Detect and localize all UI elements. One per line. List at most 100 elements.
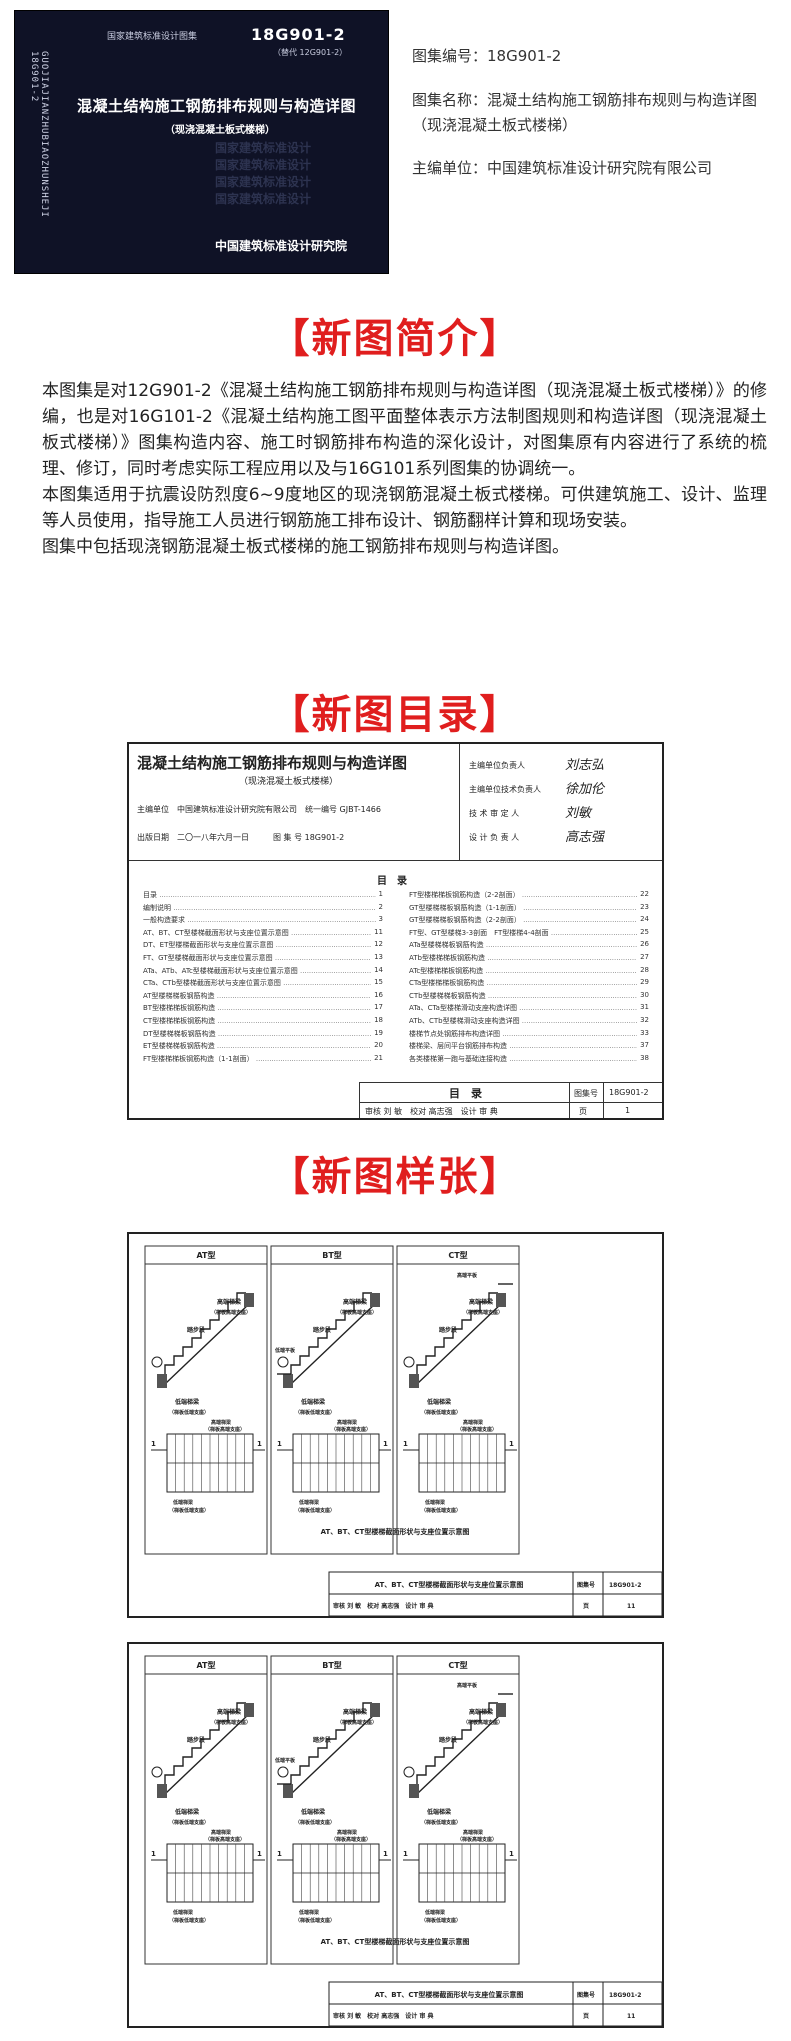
cover-publisher: 中国建筑标准设计研究院 — [215, 239, 348, 253]
toc-entry-title: DT、ET型楼梯截面形状与支座位置示意图 — [143, 941, 274, 950]
plan-label-high-beam: 高端梯梁 — [337, 1829, 358, 1836]
section-mark-left: 1 — [151, 1850, 156, 1858]
toc-entry-leader: ........................................… — [521, 891, 649, 899]
plan-label-low-support: （梯板低端支座） — [421, 1917, 461, 1924]
toc-entry-title: 楼梯节点处钢筋排布构造详图 — [409, 1029, 500, 1038]
toc-entry-title: DT型楼梯梯板钢筋构造 — [143, 1029, 216, 1038]
label-low-beam: 低端梯梁 — [300, 1808, 325, 1816]
toc-entry-page: 29 — [637, 978, 649, 987]
sample-footer-code: 18G901-2 — [609, 1992, 641, 1999]
toc-entry-title: FT型楼梯梯板钢筋构造（1-1剖面） — [143, 1054, 254, 1063]
plan-label-low-beam: 低端梯梁 — [172, 1909, 194, 1916]
panel-frame — [396, 1673, 520, 1965]
toc-entry: FT型楼梯梯板钢筋构造（2-2剖面） .....................… — [409, 890, 649, 900]
toc-entry-title: AT型楼梯梯板钢筋构造 — [143, 991, 215, 1000]
toc-entry-page: 17 — [371, 1003, 383, 1012]
toc-footer-code: 18G901-2 — [609, 1088, 649, 1097]
label-high-beam: 高端梯梁 — [343, 1298, 367, 1306]
label-low-beam: 低端梯梁 — [426, 1808, 451, 1816]
toc-entry-leader: ........................................… — [290, 928, 383, 937]
low-beam-shape — [409, 1374, 419, 1388]
toc-entry-leader: ........................................… — [485, 941, 649, 950]
panel-title: AT型 — [196, 1660, 215, 1670]
plan-label-low-beam: 低端梯梁 — [172, 1499, 194, 1506]
toc-entry-page: 24 — [637, 915, 649, 924]
toc-signature: 刘敏 — [565, 806, 592, 821]
toc-sheet-date: 出版日期 二〇一八年六月一日 图 集 号 18G901-2 — [137, 833, 345, 842]
label-low-support: （梯板低端支座） — [169, 1819, 209, 1826]
toc-entry: 目录 .....................................… — [143, 890, 383, 900]
toc-entry-page: 26 — [637, 940, 649, 949]
label-high-support: （梯板高端支座） — [337, 1719, 377, 1726]
toc-entry: CTa、CTb型楼梯截面形状与支座位置示意图 .................… — [143, 978, 383, 988]
toc-entry-page: 32 — [637, 1016, 649, 1024]
toc-entry-title: ATb、CTb型楼梯滑动支座构造详图 — [409, 1017, 520, 1025]
section-mark-right: 1 — [509, 1850, 514, 1858]
stair-slab-line — [164, 1302, 251, 1385]
label-high-support: （梯板高端支座） — [463, 1309, 503, 1316]
section-mark-left: 1 — [403, 1850, 408, 1858]
toc-entry-page: 27 — [637, 953, 649, 961]
plan-label-high-support: （梯板高端支座） — [457, 1426, 497, 1433]
toc-entry: GT型楼梯梯板钢筋构造（1-1剖面） .....................… — [409, 902, 649, 913]
cover-title: 混凝土结构施工钢筋排布规则与构造详图 — [77, 97, 357, 115]
detail-marker — [403, 1766, 415, 1778]
intro-paragraph: 本图集适用于抗震设防烈度6~9度地区的现浇钢筋混凝土板式楼梯。可供建筑施工、设计… — [42, 485, 767, 531]
toc-entry-leader: ........................................… — [217, 1004, 383, 1013]
stair-steps — [290, 1702, 372, 1784]
toc-entry-leader: ........................................… — [502, 1029, 649, 1038]
toc-role: 设 计 负 责 人 — [469, 833, 520, 842]
toc-entry-title: CT型楼梯梯板钢筋构造 — [143, 1017, 216, 1025]
stair-steps — [164, 1702, 246, 1784]
toc-entry: ATb、CTb型楼梯滑动支座构造详图 .....................… — [409, 1016, 649, 1026]
toc-entry: FT型、GT型楼梯3-3剖面 FT型楼梯4-4剖面 ..............… — [409, 927, 649, 938]
toc-entry: ATa、ATb、ATc型楼梯截面形状与支座位置示意图 .............… — [143, 965, 383, 976]
plan-label-low-beam: 低端梯梁 — [298, 1499, 320, 1506]
low-beam-shape — [409, 1784, 419, 1798]
label-low-beam: 低端梯梁 — [174, 1398, 199, 1406]
toc-entry-leader: ........................................… — [171, 903, 383, 912]
label-low-support: （梯板低端支座） — [169, 1409, 209, 1416]
toc-entry-page: 22 — [637, 890, 649, 898]
toc-entry-page: 18 — [371, 1016, 383, 1024]
toc-entry-title: CTa、CTb型楼梯截面形状与支座位置示意图 — [143, 979, 281, 988]
sample-caption: AT、BT、CT型楼梯截面形状与支座位置示意图 — [321, 1527, 470, 1536]
toc-entry: 楼梯节点处钢筋排布构造详图 ..........................… — [409, 1028, 649, 1039]
high-beam-shape — [370, 1703, 380, 1717]
section-mark-left: 1 — [403, 1440, 408, 1448]
section-mark-left: 1 — [277, 1440, 282, 1448]
plan-label-low-beam: 低端梯梁 — [298, 1909, 320, 1916]
intro-paragraph: 图集中包括现浇钢筋混凝土板式楼梯的施工钢筋排布规则与构造详图。 — [42, 537, 569, 557]
toc-entry-leader: ........................................… — [509, 1054, 649, 1063]
section-mark-right: 1 — [257, 1850, 262, 1858]
plan-label-high-support: （梯板高端支座） — [205, 1426, 245, 1433]
toc-entry-page: 1 — [375, 890, 383, 898]
sample-footer-page: 11 — [627, 1603, 635, 1610]
toc-entry: GT型楼梯梯板钢筋构造（2-2剖面） .....................… — [409, 915, 649, 925]
label-high-beam: 高端梯梁 — [343, 1708, 367, 1716]
section-heading-toc: 【新图目录】 — [269, 692, 522, 738]
toc-entry-leader: ........................................… — [300, 966, 383, 975]
toc-entry: FT型楼梯梯板钢筋构造（1-1剖面） .....................… — [143, 1053, 383, 1064]
label-high-support: （梯板高端支座） — [463, 1719, 503, 1726]
cover-image: GUOJIAJIANZHUBIAOZHUNSHEJI 18G901-2 国家建筑… — [14, 10, 389, 274]
label-step: 踏步段 — [313, 1326, 331, 1334]
cover-spine-text: GUOJIAJIANZHUBIAOZHUNSHEJI 18G901-2 — [29, 51, 49, 218]
label-low-beam: 低端梯梁 — [426, 1398, 451, 1406]
toc-entry-title: 目录 — [143, 891, 157, 899]
toc-entry: FT、GT型楼梯截面形状与支座位置示意图 ...................… — [143, 953, 383, 963]
toc-entry-page: 20 — [371, 1041, 383, 1050]
toc-signature: 徐加伦 — [565, 782, 605, 797]
cover-series-label: 国家建筑标准设计图集 — [107, 32, 198, 42]
label-platform: 低端平板 — [274, 1757, 296, 1764]
sample-footer-code: 18G901-2 — [609, 1582, 641, 1589]
label-step: 踏步段 — [187, 1326, 205, 1334]
plan-label-high-beam: 高端梯梁 — [463, 1829, 484, 1836]
panel-title: BT型 — [322, 1660, 342, 1670]
toc-entry-leader: ........................................… — [216, 1042, 383, 1051]
